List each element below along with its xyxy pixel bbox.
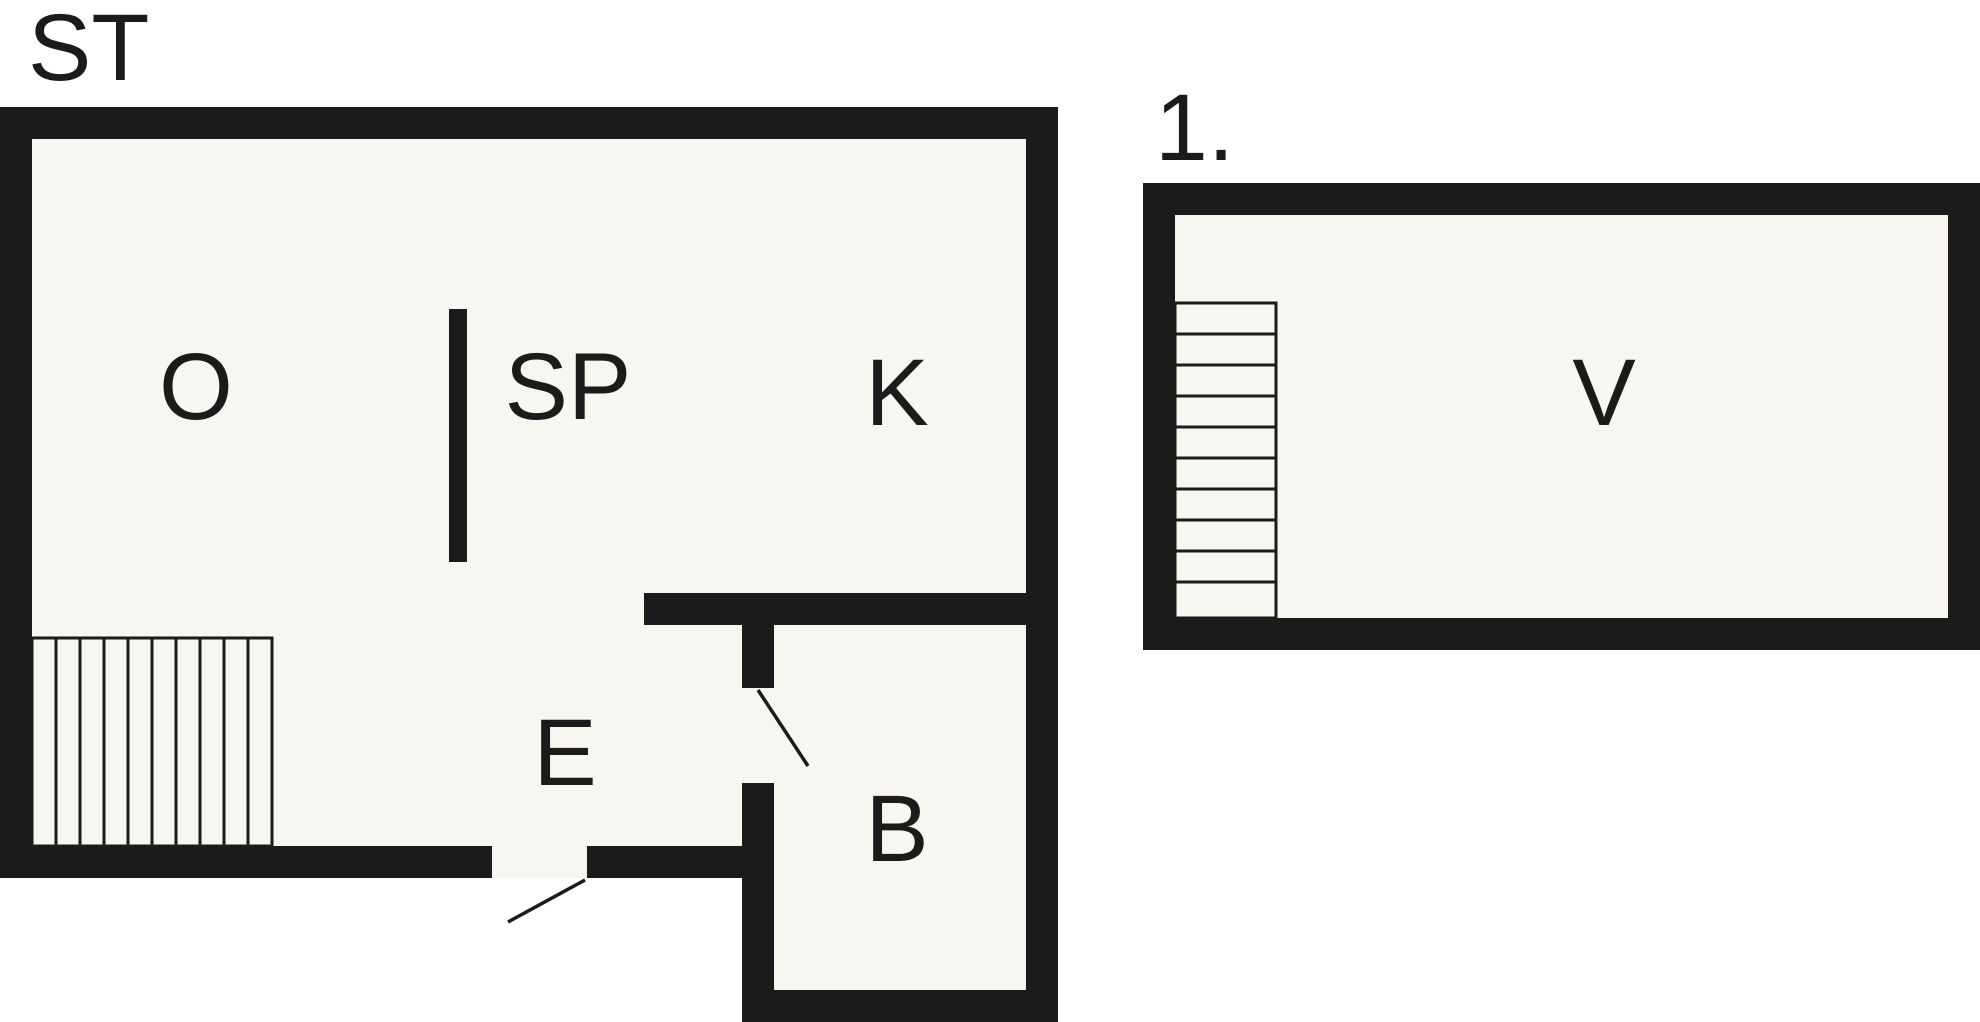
room-label-sp: SP xyxy=(505,334,632,440)
first-wall-bottom xyxy=(1143,618,1980,650)
wall-bottom-right-segment xyxy=(587,846,755,878)
room-label-o: O xyxy=(159,334,233,440)
ground-floor-plan: O SP K E B ST xyxy=(0,0,1058,1022)
stairs-upper-icon xyxy=(1173,301,1278,620)
first-floor-area xyxy=(1143,183,1980,650)
room-label-e: E xyxy=(533,700,596,806)
bathroom-wall-lower xyxy=(742,783,774,1022)
wall-right xyxy=(1026,107,1058,1022)
first-floor-plan: V 1. xyxy=(1143,75,1980,650)
door-swing-bathroom xyxy=(756,689,810,767)
floor-label-ground: ST xyxy=(28,0,149,101)
room-label-b: B xyxy=(865,776,928,882)
first-wall-left xyxy=(1143,183,1175,650)
stairs-ground-icon xyxy=(30,636,274,848)
room-label-k: K xyxy=(865,340,928,446)
wall-bottom-left-segment xyxy=(0,846,492,878)
bathroom-wall-bottom xyxy=(742,990,1058,1022)
wall-top xyxy=(0,107,1058,139)
partition-o-sp xyxy=(449,309,467,562)
room-label-v: V xyxy=(1572,340,1635,446)
interior-wall-horizontal xyxy=(644,593,1058,625)
wall-left xyxy=(0,107,32,878)
first-wall-top xyxy=(1143,183,1980,215)
door-swing-entrance xyxy=(507,878,586,924)
bathroom-floor-area xyxy=(742,593,1058,1022)
floor-label-first: 1. xyxy=(1155,75,1234,181)
first-wall-right xyxy=(1948,183,1980,650)
